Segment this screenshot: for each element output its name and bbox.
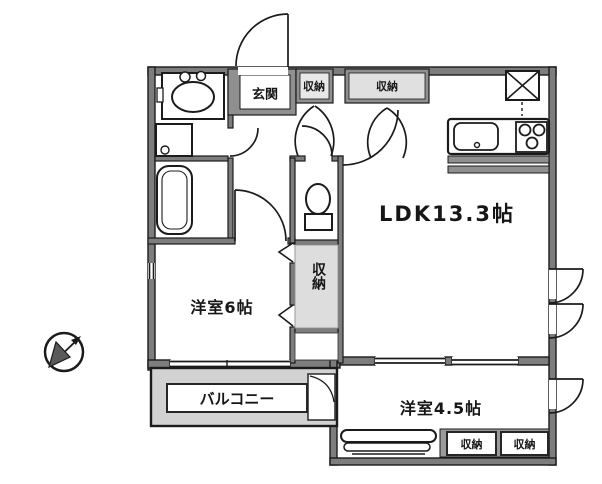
storage-label-bedroom45-right: 収納 <box>513 437 536 451</box>
balcony-partition <box>307 373 336 421</box>
storage-door-arc <box>386 107 408 159</box>
toilet-door-arc <box>301 125 333 157</box>
entrance-door-icon <box>235 13 289 75</box>
bathtub-icon <box>156 165 193 235</box>
balcony-label-box: バルコニー <box>166 383 308 413</box>
compass-north-arrow-icon <box>43 331 85 373</box>
gas-stove-icon <box>515 121 548 153</box>
storage-door-arc <box>314 105 335 157</box>
storage-door-arc <box>294 105 315 157</box>
wash-basin-icon <box>156 70 225 120</box>
kitchen-sink-icon <box>453 122 499 151</box>
washroom-door-arc <box>229 127 259 157</box>
middle-storage <box>277 242 339 361</box>
washing-machine-icon <box>155 123 193 157</box>
bifold-door-icon <box>277 304 294 327</box>
storage-label-hall-small: 収納 <box>303 80 325 93</box>
entrance-area <box>227 68 297 116</box>
room-label-ldk: LDK13.3帖 <box>379 202 515 226</box>
pipe-space-icon <box>505 70 540 116</box>
windows <box>148 263 518 368</box>
hall-storage-boxes <box>295 68 430 104</box>
toilet-icon <box>304 183 333 231</box>
kitchen-counter <box>446 117 551 174</box>
storage-box-bedroom45-right: 収納 <box>500 431 549 456</box>
storage-box-bedroom45-left: 収納 <box>446 431 497 456</box>
room-label-entrance: 玄関 <box>251 87 279 103</box>
balcony-area <box>149 366 339 428</box>
storage-label-hall-tall: 収納 <box>310 262 326 290</box>
storage-label-hall-wide: 収納 <box>376 80 398 93</box>
bedroom6-door-arc <box>234 189 287 242</box>
door-swings <box>229 13 584 414</box>
bifold-door-icon <box>277 242 294 263</box>
storage-label-bedroom45-left: 収納 <box>460 437 483 451</box>
room-label-balcony: バルコニー <box>199 389 275 408</box>
ldk-door-arc <box>342 109 399 166</box>
room-label-bedroom6: 洋室6帖 <box>190 298 254 317</box>
storage-door-arc <box>366 107 388 159</box>
right-wall-doors <box>548 268 584 414</box>
bay-window-icon <box>340 429 437 455</box>
room-label-bedroom45: 洋室4.5帖 <box>399 399 483 418</box>
